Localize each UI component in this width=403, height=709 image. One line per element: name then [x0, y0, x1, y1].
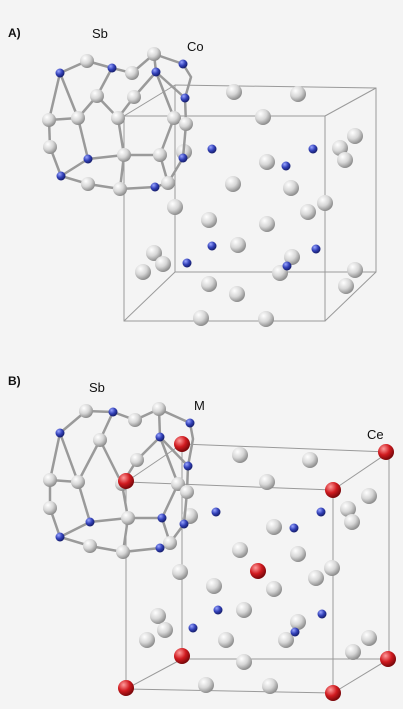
panel-b-m-label: M	[194, 398, 205, 413]
panel-a-label: A)	[8, 26, 21, 40]
panel-a-cluster-sb	[42, 47, 193, 196]
panel-b-label: B)	[8, 374, 21, 388]
panel-a-co-label: Co	[187, 39, 204, 54]
panel-b-cluster-co	[55, 407, 195, 553]
panel-a-co-atoms	[182, 144, 321, 271]
panel-b-ce-atoms	[118, 444, 396, 701]
panel-a-sb-label: Sb	[92, 26, 108, 41]
panel-b-ce-label: Ce	[367, 427, 384, 442]
panel-a: A) Sb Co	[8, 26, 377, 327]
panel-b-sb-label: Sb	[89, 380, 105, 395]
panel-b: B) Sb M Ce	[8, 374, 396, 701]
panel-b-sb-atoms	[139, 447, 377, 694]
panel-b-cluster	[43, 402, 195, 559]
panel-b-co-atoms	[188, 507, 327, 637]
panel-a-cluster	[42, 47, 193, 196]
panel-b-cluster-ce	[118, 436, 190, 489]
panel-a-cluster-co	[55, 59, 190, 192]
panel-a-sb-atoms	[135, 84, 363, 327]
